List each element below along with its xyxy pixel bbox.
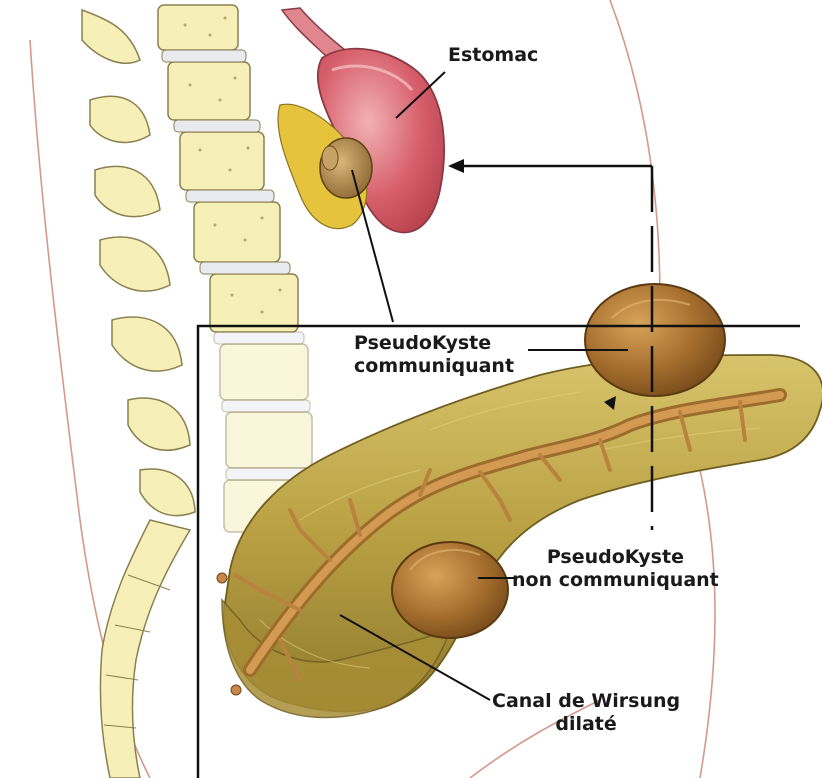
label-pseudokyste-communiquant: PseudoKyste communiquant xyxy=(354,332,514,378)
wirsung-line2: dilaté xyxy=(492,713,680,736)
pseudocyst-non-communicating xyxy=(392,542,508,638)
label-estomac: Estomac xyxy=(448,44,538,67)
label-pseudokyste-non-communiquant: PseudoKyste non communiquant xyxy=(512,546,719,592)
front-contour-lower xyxy=(700,470,715,778)
wirsung-line1: Canal de Wirsung xyxy=(492,690,680,713)
pk-noncomm-line2: non communiquant xyxy=(512,569,719,592)
pk-noncomm-line1: PseudoKyste xyxy=(512,546,719,569)
estomac-text: Estomac xyxy=(448,44,538,67)
pk-comm-line1: PseudoKyste xyxy=(354,332,514,355)
arrow-head-icon xyxy=(448,159,464,173)
label-canal-wirsung: Canal de Wirsung dilaté xyxy=(492,690,680,736)
pk-comm-line2: communiquant xyxy=(354,355,514,378)
sacrum xyxy=(100,520,190,778)
